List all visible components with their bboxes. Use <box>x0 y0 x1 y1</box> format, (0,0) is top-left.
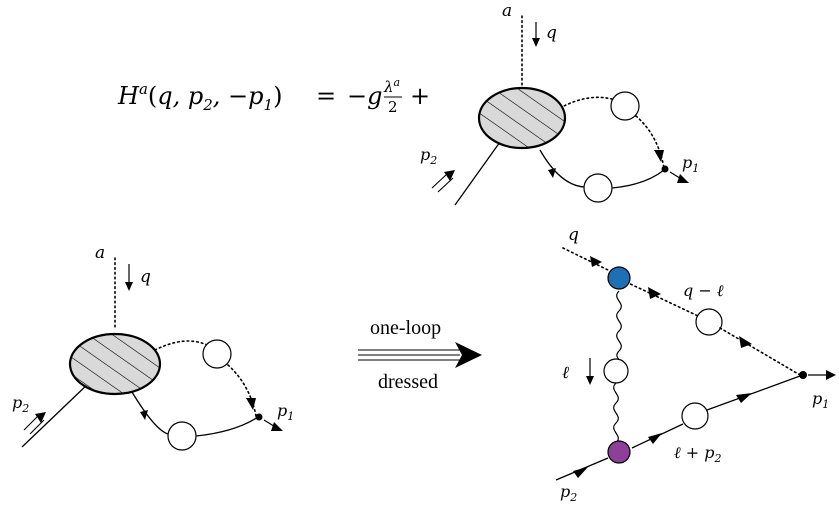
left-vertex-dot <box>255 413 263 421</box>
left-incoming-quark-line <box>21 381 91 448</box>
right-dotted-lower <box>719 327 801 376</box>
left-p2-arrow-b <box>29 419 45 435</box>
top-p2-arrow-b <box>437 177 454 193</box>
top-incoming-quark-line <box>454 141 501 206</box>
eq-lhs: Ha(q, p2, −p1) <box>117 80 282 114</box>
top-lower-propagator-circle <box>583 173 613 203</box>
right-quark-upper <box>706 375 801 411</box>
one-loop-dressed-arrow: one-loop dressed <box>358 317 482 393</box>
right-label-p1: p1 <box>812 389 829 411</box>
top-p2-arrow-a <box>431 173 448 189</box>
top-vertex-dot <box>661 165 669 173</box>
left-p2-arrow-a <box>23 415 39 431</box>
left-lower-propagator-circle <box>167 421 197 451</box>
top-solid-to-circle <box>539 149 585 188</box>
left-dotted-to-circle <box>154 340 208 351</box>
right-label-q: q <box>568 225 579 245</box>
right-dotted-upper <box>621 279 699 317</box>
top-dotted-to-circle <box>559 96 616 109</box>
left-dotted-from-circle <box>227 364 257 417</box>
left-solid-to-circle <box>131 391 169 435</box>
top-solid-from-circle <box>611 169 665 189</box>
top-diagram: a q p1 p2 <box>420 1 699 206</box>
top-dotted-from-circle <box>635 115 665 169</box>
eq-two: 2 <box>388 98 398 116</box>
right-middle-propagator-circle <box>603 358 629 384</box>
right-incoming-gluon <box>562 247 609 271</box>
eq-lambda: λa <box>383 76 400 96</box>
right-lower-propagator-circle <box>681 402 709 430</box>
left-upper-propagator-circle <box>202 339 232 369</box>
left-label-a: a <box>95 243 105 263</box>
left-solid-from-circle <box>195 416 259 437</box>
top-label-p2: p2 <box>420 145 437 167</box>
right-label-q-minus-l: q − ℓ <box>683 281 724 300</box>
right-diagram: q q − ℓ ℓ p2 ℓ + p2 p1 <box>555 225 836 504</box>
top-label-a: a <box>502 1 512 21</box>
arrow-bottom-label: dressed <box>378 371 438 393</box>
right-upper-vertex <box>607 266 631 290</box>
right-gluon-lower <box>613 382 619 444</box>
right-lower-vertex <box>607 440 631 464</box>
equation: Ha(q, p2, −p1) = −g λa 2 + <box>117 76 430 116</box>
left-diagram: a q p1 p2 <box>12 243 294 451</box>
eq-equals: = <box>316 82 336 110</box>
left-label-q: q <box>140 267 151 287</box>
left-hatched-blob <box>68 332 162 396</box>
right-label-p2: p2 <box>560 482 577 504</box>
eq-plus: + <box>410 82 430 110</box>
right-upper-propagator-circle <box>695 308 723 336</box>
eq-term: −g <box>347 82 382 110</box>
top-upper-propagator-circle <box>610 91 640 121</box>
right-gluon-upper <box>616 290 622 367</box>
right-label-l-plus-p2: ℓ + p2 <box>674 443 721 465</box>
top-label-p1: p1 <box>682 153 699 175</box>
top-hatched-blob <box>477 86 567 150</box>
right-label-ell: ℓ <box>562 363 569 383</box>
top-label-q: q <box>546 23 557 43</box>
left-label-p2: p2 <box>12 393 29 415</box>
left-label-p1: p1 <box>277 401 294 423</box>
arrow-top-label: one-loop <box>370 317 441 339</box>
right-vertex-dot <box>799 371 807 379</box>
